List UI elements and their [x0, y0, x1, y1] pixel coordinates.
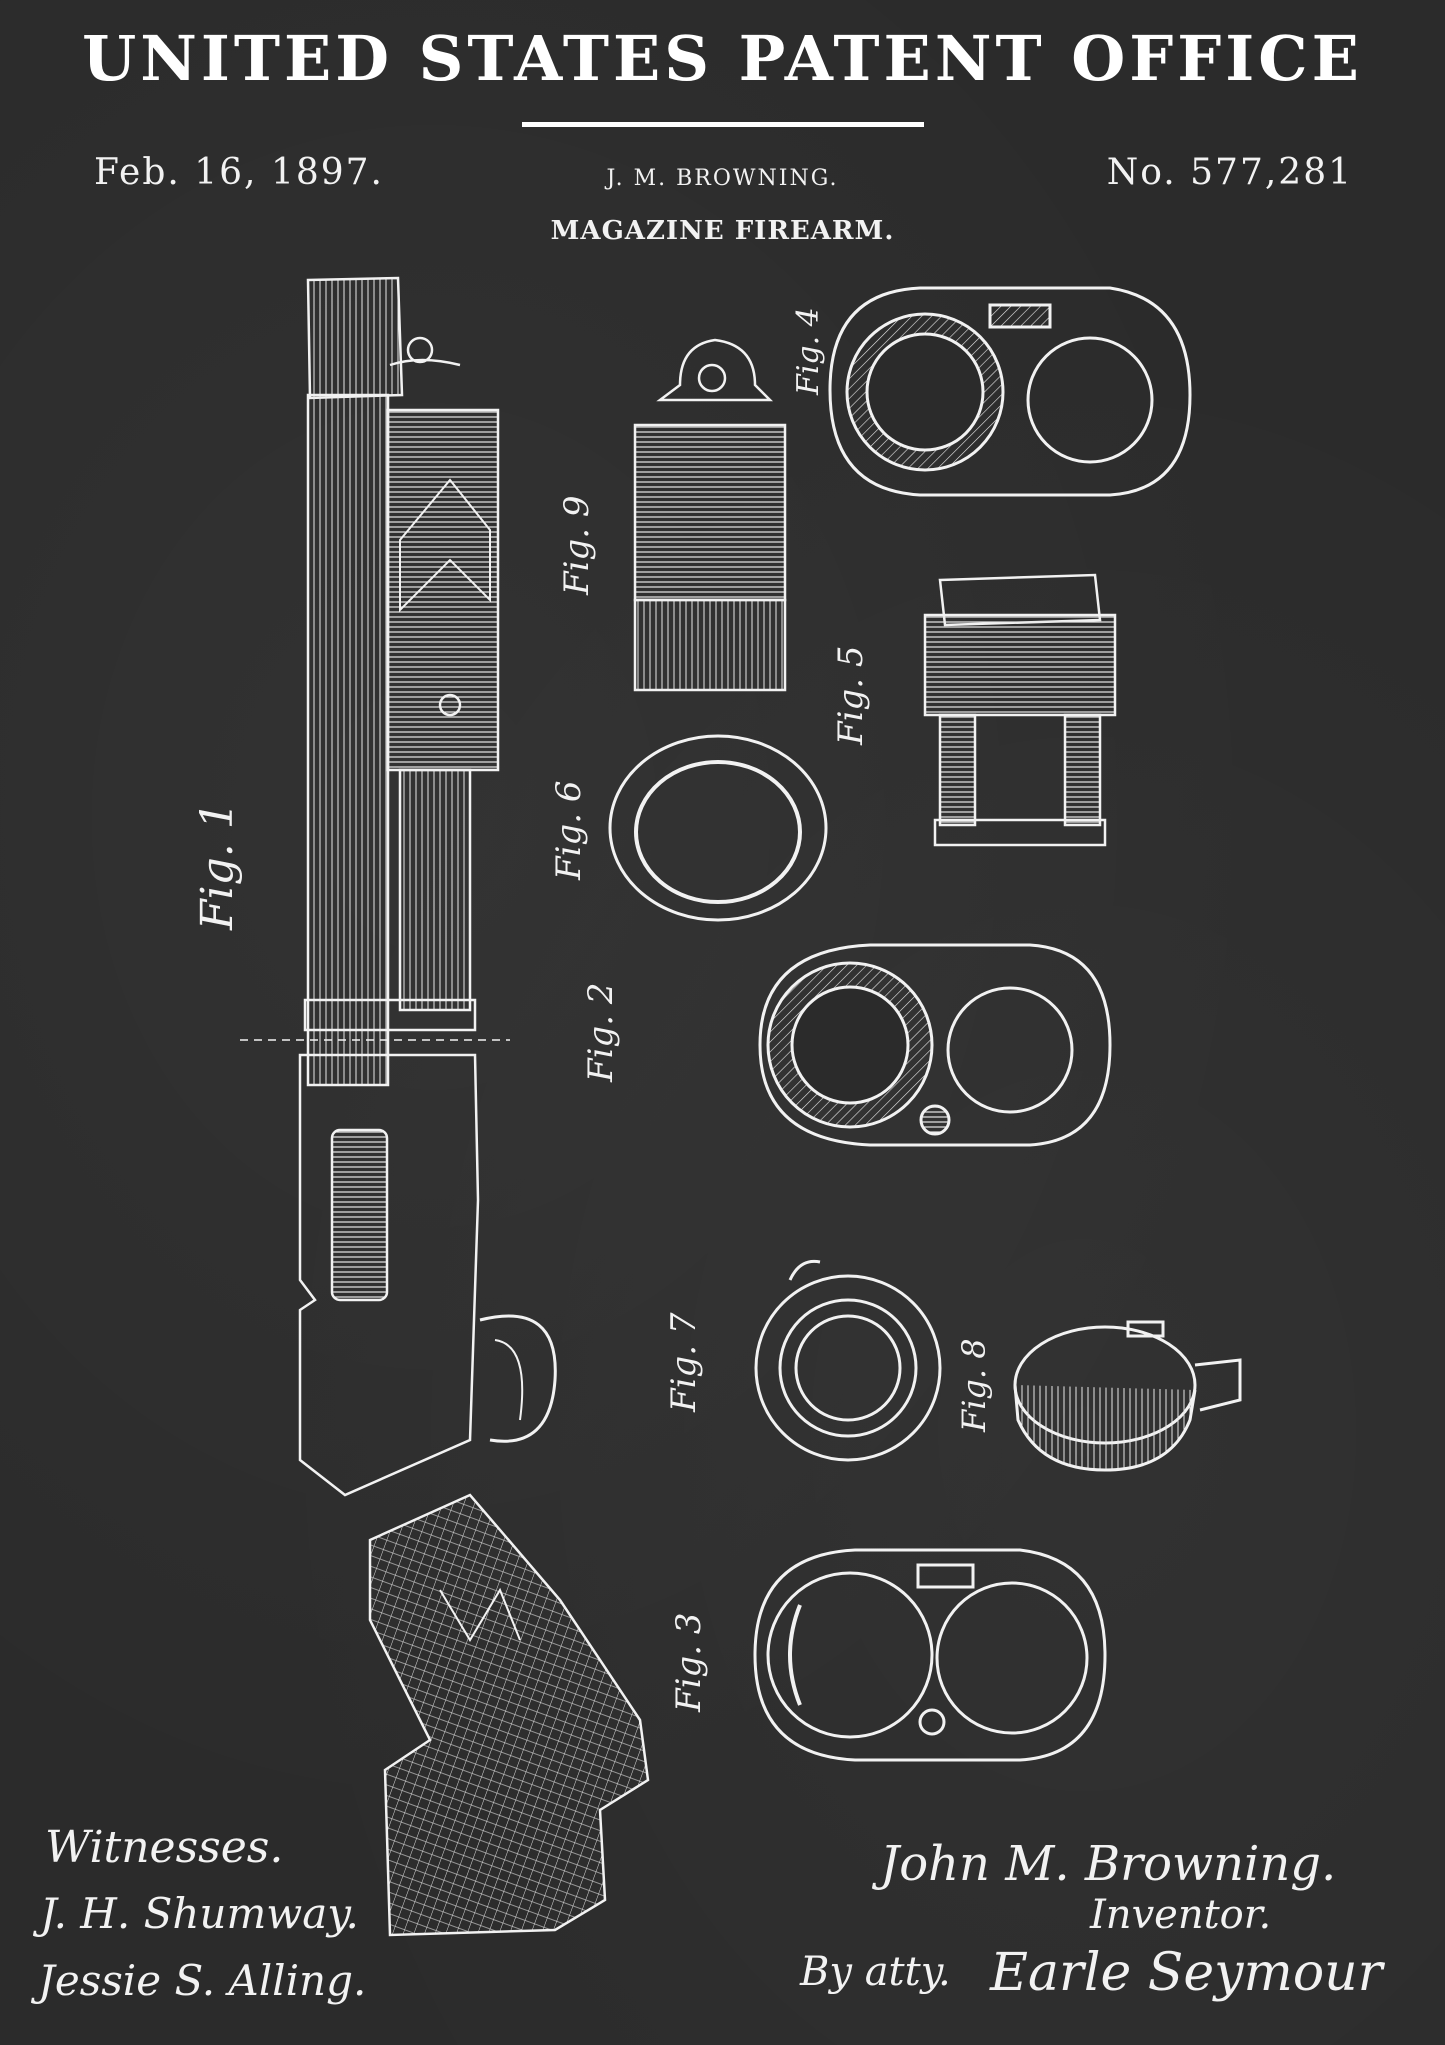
- fig2-outline: [758, 943, 1112, 1147]
- magazine-tube: [398, 768, 472, 1012]
- patent-number: No. 577,281: [1106, 152, 1353, 193]
- fig3-outline: [753, 1548, 1107, 1762]
- front-sight: [406, 336, 434, 364]
- figure-6-ring: [608, 734, 828, 922]
- sleeve-threaded-body: [633, 423, 787, 602]
- fig8-band: [1013, 1384, 1197, 1472]
- fig8-label: Fig. 8: [955, 1338, 993, 1433]
- patent-subject: MAGAZINE FIREARM.: [550, 216, 895, 246]
- fig4-barrel-bore: [865, 332, 985, 452]
- figure-7-ring: [754, 1259, 942, 1462]
- fig3-left-bore: [766, 1571, 934, 1739]
- witness-1-signature: J. H. Shumway.: [32, 1889, 359, 1938]
- office-title: UNITED STATES PATENT OFFICE: [82, 22, 1363, 95]
- fig4-label: Fig. 4: [791, 307, 826, 396]
- receiver: [298, 1053, 480, 1497]
- fig3-right-bore: [935, 1581, 1089, 1735]
- attorney-prefix: By atty.: [799, 1949, 951, 1995]
- fig6-outer-ring: [608, 734, 828, 922]
- fig7-tab: [788, 1259, 821, 1281]
- figure-2-section: [758, 943, 1112, 1147]
- barrel: [306, 393, 390, 1087]
- fore-end: [386, 408, 500, 772]
- trigger-guard: [479, 1314, 557, 1443]
- figure-8-split-ring: [1013, 1320, 1242, 1472]
- witness-2-signature: Jessie S. Alling.: [30, 1956, 366, 2005]
- fig2-screw: [919, 1104, 951, 1136]
- attorney-signature: Earle Seymour: [989, 1943, 1386, 2003]
- barrel-band: [303, 998, 477, 1032]
- fig5-label: Fig. 5: [831, 646, 871, 746]
- fig7-mid: [778, 1298, 918, 1438]
- fig7-inner: [794, 1314, 902, 1422]
- fig4-magazine-bore: [1026, 336, 1154, 464]
- sleeve-lug-hole: [697, 363, 727, 393]
- fig3-label: Fig. 3: [669, 1613, 709, 1713]
- fig2-magazine-bore: [946, 986, 1074, 1114]
- patent-date: Feb. 16, 1897.: [94, 152, 385, 193]
- fig5-base: [933, 818, 1107, 847]
- fig5-left-thread: [938, 713, 977, 827]
- fig4-lug: [988, 303, 1052, 329]
- fig2-barrel-bore: [790, 985, 910, 1105]
- fig4-outline: [828, 286, 1192, 497]
- trigger: [494, 1339, 524, 1421]
- fig3-lug: [916, 1563, 975, 1589]
- figure-4-section: [828, 286, 1192, 497]
- figure-3-section: [753, 1548, 1107, 1762]
- fig7-label: Fig. 7: [664, 1312, 704, 1413]
- witnesses-heading: Witnesses.: [45, 1822, 283, 1873]
- fig3-left-groove: [788, 1604, 802, 1706]
- ejection-port: [330, 1128, 389, 1302]
- fig5-thread-band: [923, 613, 1117, 717]
- fore-end-screw: [438, 693, 462, 717]
- fig8-gap: [1126, 1320, 1165, 1338]
- sleeve-lug: [656, 338, 774, 402]
- fig1-label: Fig. 1: [192, 801, 243, 931]
- figure-1-shotgun: [240, 276, 650, 1937]
- figure-5-threaded-joint: [923, 573, 1117, 847]
- fore-end-chevron: [399, 478, 491, 613]
- inventor-name: J. M. BROWNING.: [606, 166, 839, 191]
- inventor-caption: Inventor.: [1089, 1892, 1271, 1938]
- fig6-inner-ring: [634, 760, 802, 904]
- fig6-label: Fig. 6: [549, 781, 589, 881]
- fig7-outer: [754, 1274, 942, 1462]
- sleeve-base: [633, 598, 787, 692]
- figure-9-sleeve: [633, 338, 787, 692]
- grip-chevron: [439, 1587, 521, 1642]
- muzzle-ring: [389, 358, 461, 367]
- barrel-muzzle: [306, 276, 404, 400]
- title-underline: [522, 122, 924, 127]
- fig8-tab: [1194, 1358, 1242, 1412]
- fig2-label: Fig. 2: [581, 983, 621, 1083]
- fig3-screw: [918, 1708, 946, 1736]
- fig9-label: Fig. 9: [557, 496, 597, 596]
- stock-grip: [368, 1493, 650, 1937]
- fig5-right-thread: [1063, 713, 1102, 827]
- inventor-signature: John M. Browning.: [871, 1836, 1336, 1892]
